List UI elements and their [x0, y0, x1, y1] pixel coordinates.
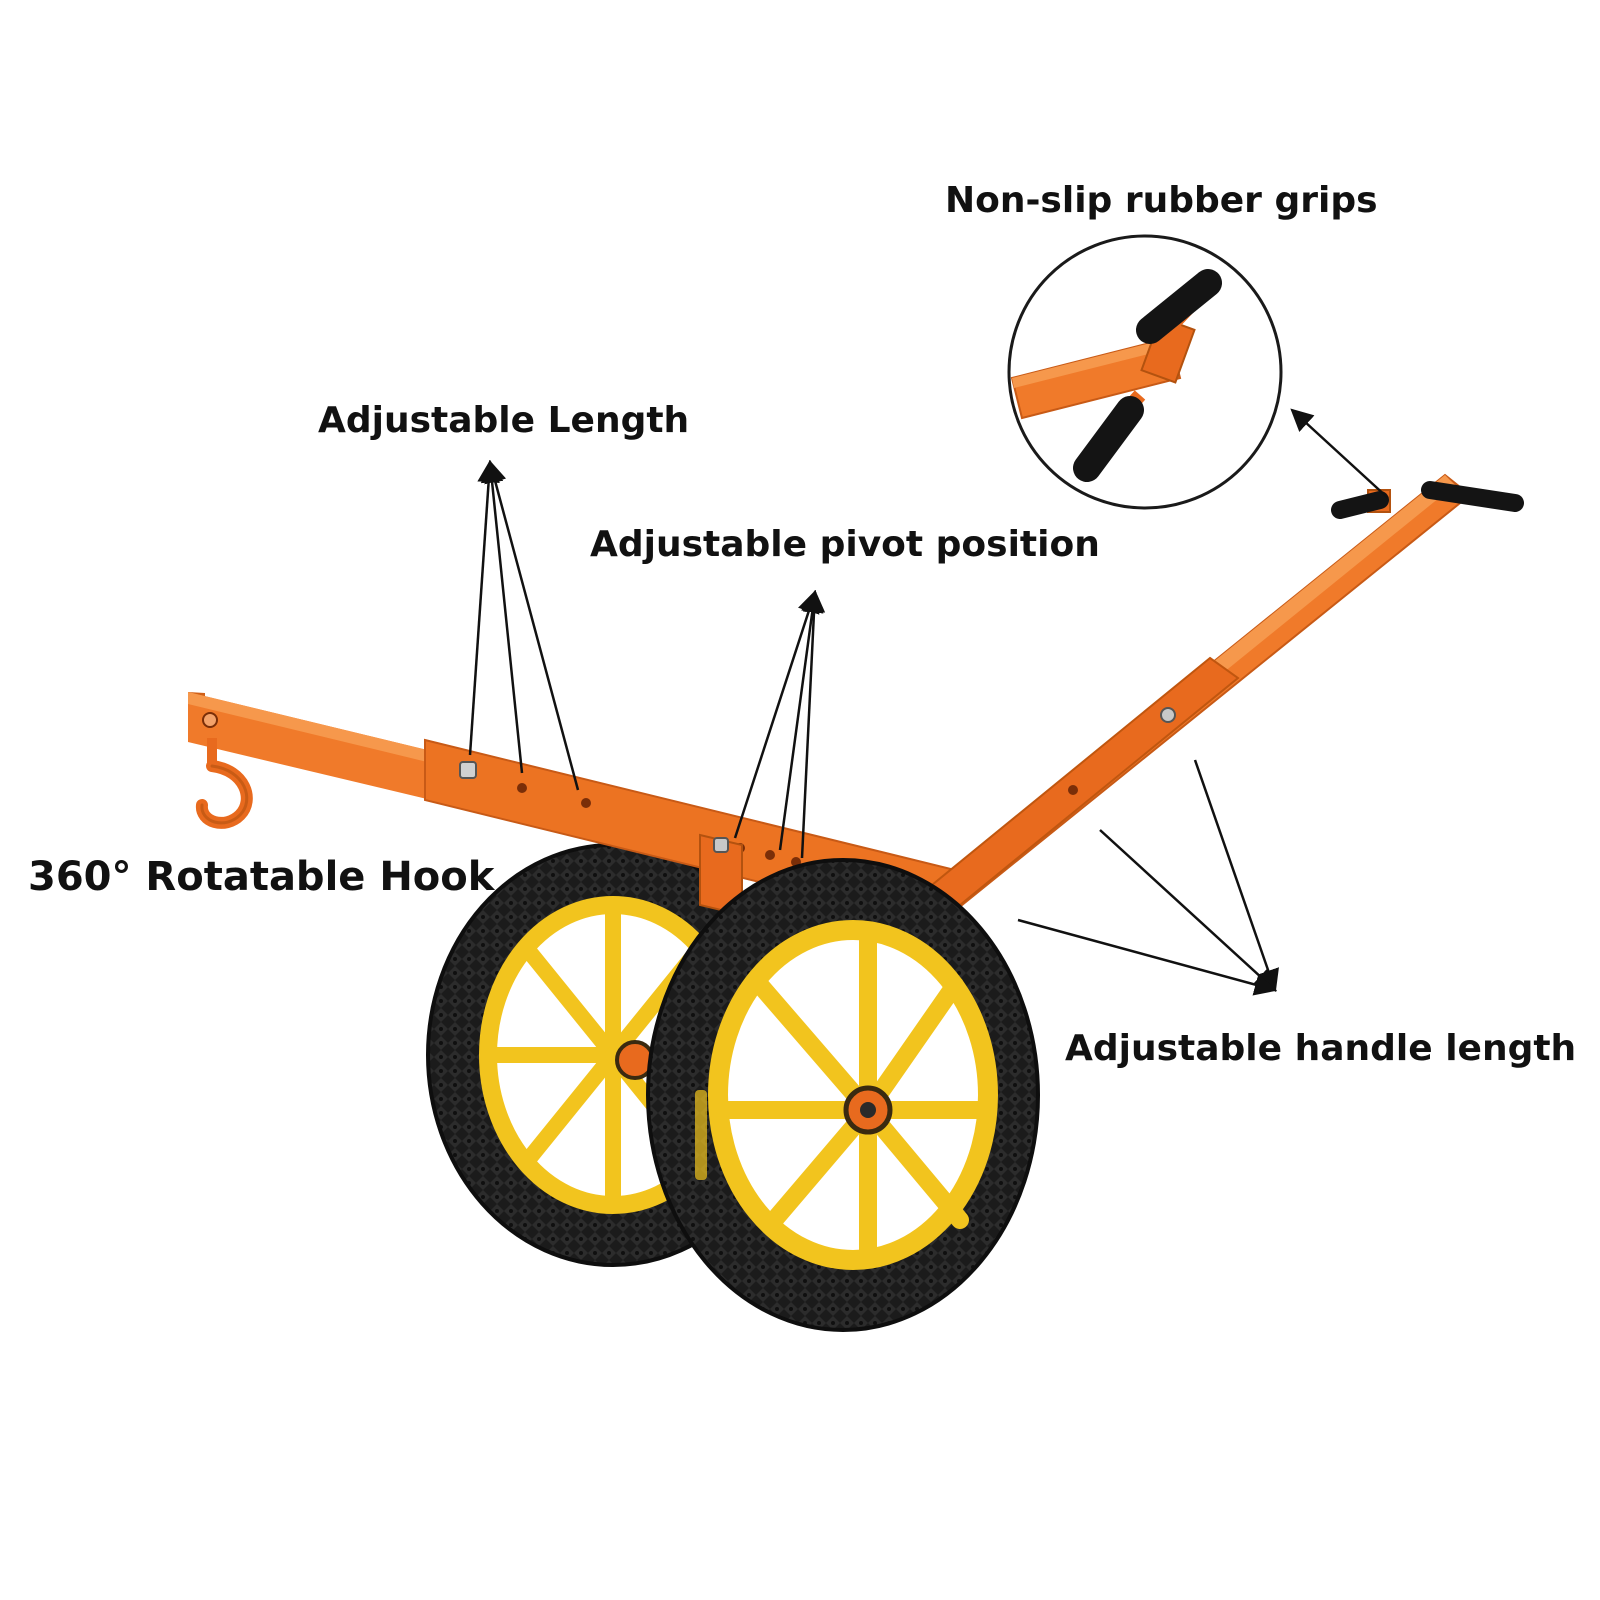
label-grips: Non-slip rubber grips	[945, 180, 1378, 221]
callout-lines	[468, 408, 1389, 996]
label-length: Adjustable Length	[318, 400, 689, 441]
label-handle: Adjustable handle length	[1065, 1028, 1576, 1069]
grips-inset	[1007, 234, 1283, 510]
grip-icon	[1331, 481, 1524, 519]
label-pivot: Adjustable pivot position	[590, 524, 1100, 565]
wheel-icon	[646, 858, 1040, 1332]
label-hook: 360° Rotatable Hook	[28, 854, 496, 900]
hook-icon	[196, 738, 253, 829]
